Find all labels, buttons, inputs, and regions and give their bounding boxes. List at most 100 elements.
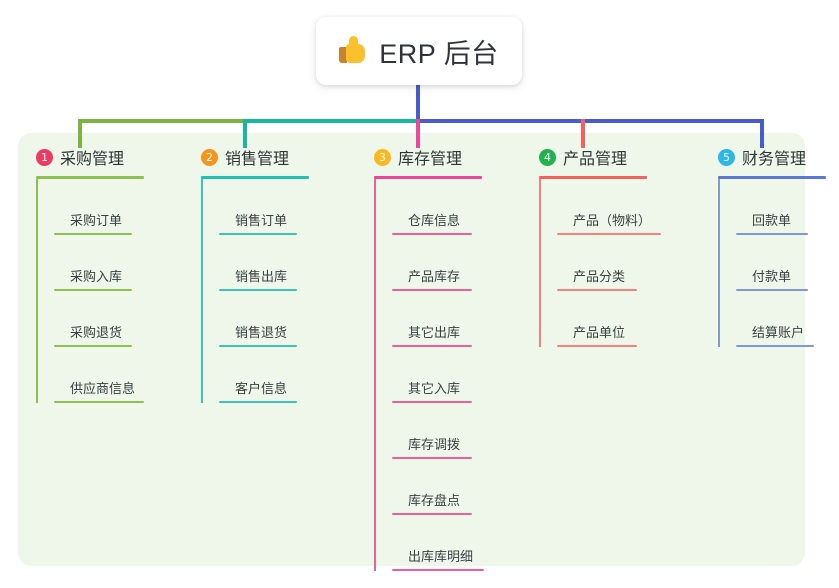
list-item-label: 付款单 (752, 269, 792, 284)
column-rule-inventory (374, 176, 482, 179)
column-spine-inventory (374, 179, 376, 571)
list-item[interactable]: 出库库明细 (392, 515, 484, 571)
list-item-rule (557, 345, 637, 347)
list-item-label: 销售退货 (235, 325, 288, 340)
list-item[interactable]: 产品（物料） (557, 179, 661, 235)
thumbs-up-icon (339, 35, 369, 67)
list-item-rule (557, 289, 637, 291)
list-item-rule (557, 233, 661, 235)
list-item-rule (392, 569, 484, 571)
list-item-rule (392, 457, 472, 459)
list-item[interactable]: 采购入库 (54, 235, 144, 291)
list-item-rule (736, 345, 814, 347)
badge-number-finance: 5 (718, 148, 735, 166)
list-item-label: 其它出库 (408, 325, 461, 340)
list-item[interactable]: 产品单位 (557, 291, 661, 347)
column-rule-purchasing (36, 176, 144, 179)
list-item-rule (219, 401, 297, 403)
list-item-label: 库存盘点 (408, 493, 461, 508)
list-item-rule (736, 233, 808, 235)
list-item[interactable]: 产品分类 (557, 235, 661, 291)
list-item[interactable]: 其它出库 (392, 291, 484, 347)
column-title-finance: 财务管理 (742, 151, 807, 168)
column-spine-purchasing (36, 179, 38, 403)
list-item[interactable]: 供应商信息 (54, 347, 144, 403)
list-item[interactable]: 客户信息 (219, 347, 309, 403)
list-item[interactable]: 产品库存 (392, 235, 484, 291)
list-item-label: 出库库明细 (408, 549, 474, 564)
list-item-rule (219, 289, 297, 291)
title-card: ERP 后台 (316, 17, 522, 85)
column-items-purchasing: 采购订单采购入库采购退货供应商信息 (36, 179, 144, 403)
list-item-rule (219, 233, 297, 235)
column-items-finance: 回款单付款单结算账户 (718, 179, 826, 347)
column-rule-finance (718, 176, 826, 179)
list-item-label: 仓库信息 (408, 213, 461, 228)
list-item[interactable]: 回款单 (736, 179, 826, 235)
list-item-rule (392, 513, 472, 515)
list-item[interactable]: 仓库信息 (392, 179, 484, 235)
list-item-label: 客户信息 (235, 381, 288, 396)
list-item[interactable]: 库存盘点 (392, 459, 484, 515)
list-item-label: 采购退货 (70, 325, 123, 340)
column-inventory[interactable]: 3 库存管理仓库信息产品库存其它出库其它入库库存调拨库存盘点出库库明细 (374, 145, 484, 571)
column-title-inventory: 库存管理 (398, 151, 463, 168)
list-item[interactable]: 库存调拨 (392, 403, 484, 459)
column-title-product: 产品管理 (563, 151, 628, 168)
list-item-label: 采购订单 (70, 213, 123, 228)
list-item-label: 销售出库 (235, 269, 288, 284)
badge-number-product: 4 (539, 148, 556, 166)
column-title-sales: 销售管理 (225, 151, 290, 168)
list-item-rule (392, 233, 472, 235)
column-header-inventory[interactable]: 3 库存管理 (374, 145, 484, 171)
list-item-label: 产品分类 (573, 269, 626, 284)
trunk-bar-green (78, 119, 245, 123)
list-item-rule (54, 233, 132, 235)
trunk-bar-teal (243, 119, 419, 123)
list-item[interactable]: 付款单 (736, 235, 826, 291)
column-spine-sales (201, 179, 203, 403)
list-item-label: 库存调拨 (408, 437, 461, 452)
column-spine-finance (718, 179, 720, 347)
list-item[interactable]: 其它入库 (392, 347, 484, 403)
list-item[interactable]: 采购退货 (54, 291, 144, 347)
column-finance[interactable]: 5 财务管理回款单付款单结算账户 (718, 145, 826, 347)
column-rule-product (539, 176, 647, 179)
trunk-bar-blue (417, 119, 764, 123)
list-item[interactable]: 采购订单 (54, 179, 144, 235)
column-rule-sales (201, 176, 309, 179)
list-item[interactable]: 销售退货 (219, 291, 309, 347)
list-item-rule (54, 401, 144, 403)
list-item[interactable]: 销售出库 (219, 235, 309, 291)
column-items-sales: 销售订单销售出库销售退货客户信息 (201, 179, 309, 403)
list-item-rule (54, 289, 132, 291)
column-items-product: 产品（物料） 产品分类产品单位 (539, 179, 661, 347)
column-header-finance[interactable]: 5 财务管理 (718, 145, 826, 171)
page-title: ERP 后台 (379, 38, 499, 69)
list-item-label: 销售订单 (235, 213, 288, 228)
diagram-panel (18, 133, 805, 566)
list-item-rule (392, 289, 472, 291)
column-items-inventory: 仓库信息产品库存其它出库其它入库库存调拨库存盘点出库库明细 (374, 179, 484, 571)
list-item-rule (54, 345, 132, 347)
list-item-label: 回款单 (752, 213, 792, 228)
list-item-rule (736, 289, 808, 291)
list-item-label: 采购入库 (70, 269, 123, 284)
list-item-label: 供应商信息 (70, 381, 136, 396)
column-spine-product (539, 179, 541, 347)
list-item-rule (392, 345, 472, 347)
list-item-label: 产品库存 (408, 269, 461, 284)
column-product[interactable]: 4 产品管理产品（物料） 产品分类产品单位 (539, 145, 661, 347)
list-item[interactable]: 结算账户 (736, 291, 826, 347)
column-header-product[interactable]: 4 产品管理 (539, 145, 661, 171)
badge-number-purchasing: 1 (36, 148, 53, 166)
list-item[interactable]: 销售订单 (219, 179, 309, 235)
list-item-label: 其它入库 (408, 381, 461, 396)
badge-number-inventory: 3 (374, 148, 391, 166)
list-item-label: 产品单位 (573, 325, 626, 340)
